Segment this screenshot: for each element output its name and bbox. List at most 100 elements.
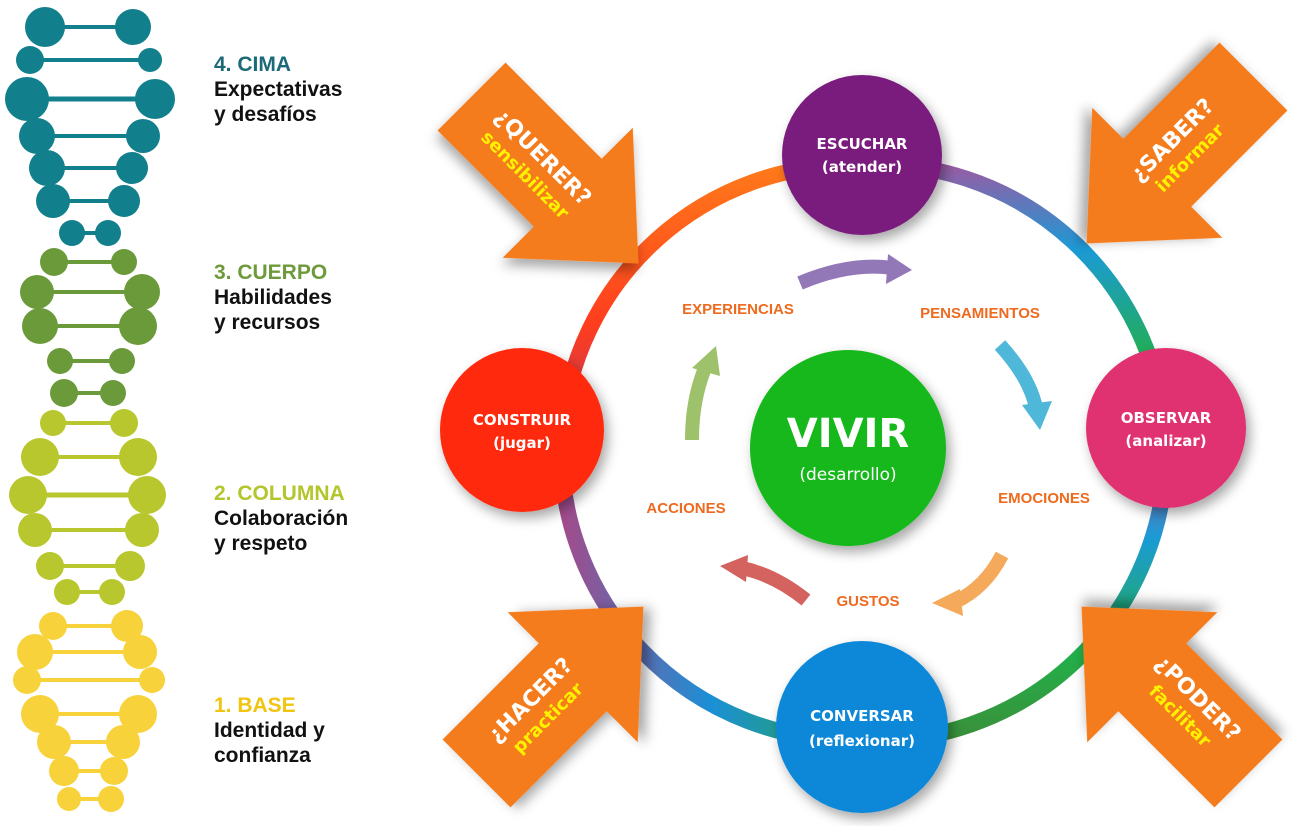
node-circle [1086, 348, 1246, 508]
dna-node [99, 579, 125, 605]
dna-rung [39, 610, 143, 642]
dna-rung [20, 274, 160, 310]
dna-rung [47, 348, 135, 374]
dna-node [139, 667, 165, 693]
level-title: 4. CIMA [214, 53, 292, 76]
dna-rung [13, 666, 165, 694]
dna-rung [36, 551, 145, 581]
dna-node [9, 476, 47, 514]
arrow-shape [1086, 42, 1288, 244]
dna-node [21, 695, 59, 733]
dna-node [116, 152, 148, 184]
dna-rung [49, 756, 128, 786]
center-subtitle: (desarrollo) [799, 465, 896, 485]
arrowhead [886, 254, 912, 284]
dna-rung [22, 307, 157, 345]
arrow-poder [1081, 606, 1283, 808]
dna-node [18, 513, 52, 547]
level-desc: Colaboración [214, 507, 349, 530]
dna-node [13, 666, 41, 694]
arrowhead [932, 589, 963, 616]
node-circle [782, 75, 942, 235]
dna-node [95, 220, 121, 246]
node-construir [440, 348, 604, 512]
arrow-saber [1086, 42, 1288, 244]
dna-node [40, 248, 68, 276]
dna-node [50, 379, 78, 407]
dna-node [39, 612, 67, 640]
dna-node [22, 308, 58, 344]
center-node [750, 350, 946, 546]
dna-node [36, 552, 64, 580]
node-circle [776, 641, 948, 813]
level-desc: y recursos [214, 311, 321, 334]
level-title: 3. CUERPO [214, 261, 328, 284]
dna-node [126, 119, 160, 153]
dna-node [47, 348, 73, 374]
node-subtitle: (jugar) [493, 434, 551, 452]
dna-rung [54, 579, 125, 605]
dna-rung [50, 379, 126, 407]
node-title: OBSERVAR [1121, 409, 1212, 427]
arrow-shape [1081, 606, 1283, 808]
dna-rung [37, 725, 140, 759]
dna-rung [36, 184, 140, 218]
level-desc: y desafíos [214, 103, 317, 126]
dna-rung [19, 118, 160, 154]
dna-node [106, 725, 140, 759]
arrowhead [720, 555, 748, 582]
dna-rung [59, 220, 121, 246]
node-title: CONSTRUIR [473, 411, 572, 429]
dna-node [100, 380, 126, 406]
dna-node [109, 348, 135, 374]
level-base: 1. BASE Identidad y confianza [214, 693, 325, 768]
dna-node [54, 579, 80, 605]
dna-node [98, 786, 124, 812]
dna-node [115, 551, 145, 581]
dna-node [125, 513, 159, 547]
arrowhead [1022, 401, 1052, 430]
dna-node [123, 635, 157, 669]
node-subtitle: (atender) [822, 158, 902, 176]
dna-node [57, 787, 81, 811]
node-circle [440, 348, 604, 512]
dna-node [25, 7, 65, 47]
dna-rung [40, 248, 137, 276]
dna-node [135, 79, 175, 119]
node-subtitle: (reflexionar) [809, 732, 915, 750]
level-cuerpo: 3. CUERPO Habilidades y recursos [214, 260, 332, 335]
label-experiencias: EXPERIENCIAS [682, 301, 794, 318]
dna-node [138, 48, 162, 72]
inner-arrows [685, 254, 1052, 616]
dna-rung [9, 476, 166, 514]
dna-node [17, 634, 53, 670]
dna-node [20, 275, 54, 309]
dna-rung [17, 634, 157, 670]
node-title: CONVERSAR [810, 707, 914, 725]
label-acciones: ACCIONES [646, 500, 725, 517]
label-gustos: GUSTOS [836, 593, 899, 610]
dna-node [49, 756, 79, 786]
level-desc: y respeto [214, 532, 308, 555]
arrow-querer [437, 62, 639, 264]
dna-rung [57, 786, 124, 812]
dna-node [119, 695, 157, 733]
arrow-emociones-gustos [951, 551, 1009, 609]
level-desc: Habilidades [214, 286, 332, 309]
dna-node [36, 184, 70, 218]
level-columna: 2. COLUMNA Colaboración y respeto [214, 481, 348, 556]
dna-helix [5, 7, 175, 812]
dna-node [5, 77, 49, 121]
dna-rung [5, 77, 175, 121]
dna-node [21, 438, 59, 476]
cycle-diagram: EXPERIENCIAS PENSAMIENTOS EMOCIONES GUST… [437, 42, 1288, 813]
dna-rung [29, 150, 148, 186]
dna-node [128, 476, 166, 514]
dna-node [19, 118, 55, 154]
dna-node [124, 274, 160, 310]
center-circle [750, 350, 946, 546]
dna-node [16, 46, 44, 74]
dna-node [119, 307, 157, 345]
node-escuchar [782, 75, 942, 235]
arrow-gustos-acciones [740, 561, 811, 606]
